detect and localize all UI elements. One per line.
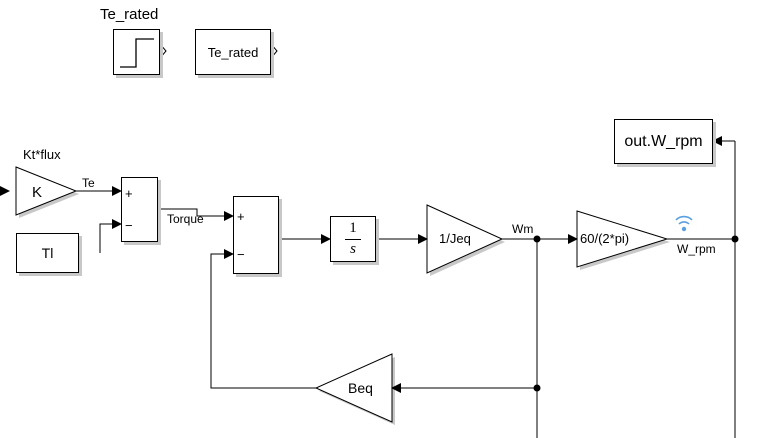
goto-block[interactable]: Te_rated — [195, 29, 271, 75]
sum1-plus-sign: + — [125, 186, 133, 201]
integrator-fraction-bar — [345, 239, 361, 240]
junction-beq — [533, 384, 541, 392]
signal-w-rpm-label: W_rpm — [677, 242, 716, 256]
step-block-name: Te_rated — [100, 6, 159, 23]
inport-arrow — [0, 186, 10, 196]
sum1-minus-sign: − — [125, 218, 133, 233]
sum2-plus-sign: + — [237, 209, 245, 224]
gain-beq-value: Beq — [348, 380, 373, 396]
integrator-denominator: s — [350, 241, 356, 257]
goto-tag: Te_rated — [207, 44, 259, 60]
signal-wm-label: Wm — [512, 222, 534, 236]
integrator-block[interactable]: 1 s — [330, 216, 376, 262]
junction-wm — [533, 235, 541, 243]
junction-rpm — [731, 235, 739, 243]
gain-k-block[interactable] — [15, 166, 78, 216]
tl-block[interactable]: Tl — [16, 233, 79, 273]
sum-block-1[interactable]: + − — [121, 177, 158, 242]
step-block[interactable] — [113, 29, 160, 75]
gain-k-value: K — [32, 184, 43, 201]
sum2-minus-sign: − — [237, 247, 245, 262]
step-icon — [120, 38, 154, 68]
gain-rpm-value: 60/(2*pi) — [580, 231, 630, 246]
signal-torque-label: Torque — [167, 212, 204, 226]
gain-k-name: Kt*flux — [23, 147, 61, 162]
integrator-numerator: 1 — [349, 220, 357, 236]
to-workspace-block[interactable]: out.W_rpm — [614, 119, 713, 164]
signal-te-label: Te — [82, 176, 95, 190]
sum-block-2[interactable]: + − — [233, 196, 279, 274]
gain-jeq-value: 1/Jeq — [439, 231, 471, 246]
tl-label: Tl — [41, 245, 54, 261]
to-workspace-label: out.W_rpm — [624, 132, 703, 150]
signal-lines — [76, 136, 736, 438]
signal-logging-icon[interactable] — [675, 215, 693, 232]
